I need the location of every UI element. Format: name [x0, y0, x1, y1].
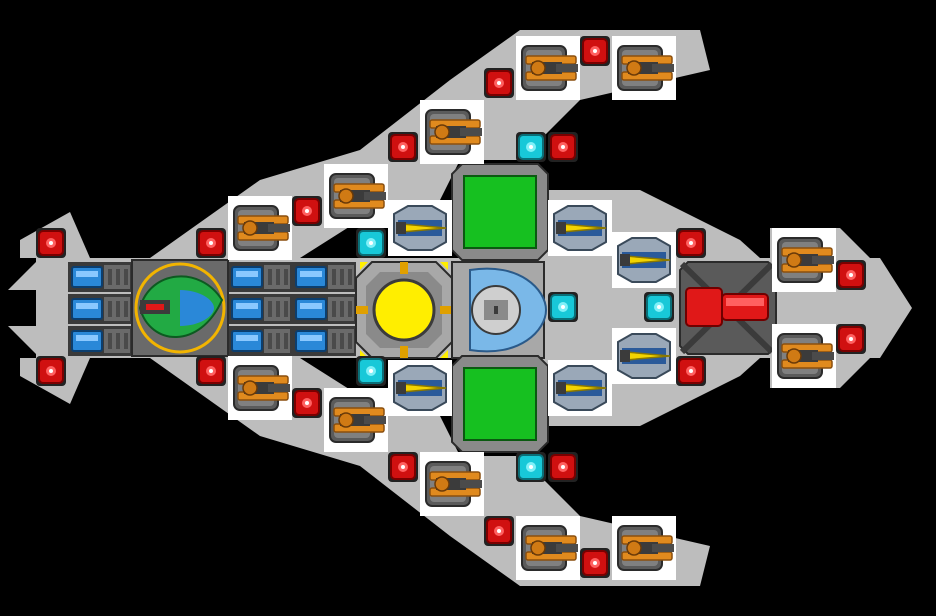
sensor-dome-icon[interactable] — [451, 261, 548, 359]
cargo-bay-upper[interactable] — [451, 163, 549, 261]
thruster-bank-rear — [67, 261, 133, 357]
cockpit-icon[interactable] — [131, 259, 229, 357]
cargo-bay-lower[interactable] — [451, 355, 549, 453]
main-engine-icon[interactable] — [679, 261, 777, 355]
thruster-bank-mid-1 — [227, 261, 293, 357]
reactor-icon[interactable] — [355, 261, 453, 359]
thruster-bank-mid-2 — [291, 261, 357, 357]
